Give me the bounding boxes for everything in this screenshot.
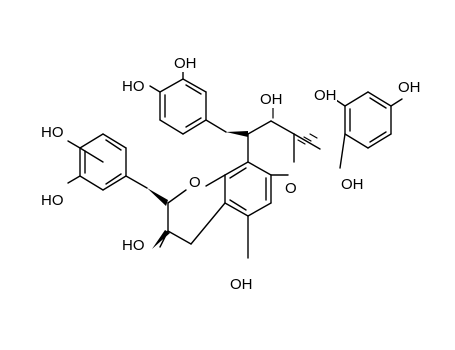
oh-phloroglucinol-right: OH — [398, 79, 421, 96]
ho-top-catechol-left: HO — [122, 78, 145, 95]
bond-lines — [67, 67, 403, 259]
oh-phloroglucinol-bottom: OH — [341, 176, 364, 193]
oh-mid-top: OH — [260, 91, 283, 108]
ho-left-catechol-lower: HO — [41, 192, 64, 209]
o-ring-right: O — [285, 180, 297, 197]
oh-bottom: OH — [230, 276, 253, 293]
oh-top-catechol-upper: OH — [174, 55, 197, 72]
stereo-bonds — [147, 105, 318, 249]
ho-left-catechol-upper: HO — [41, 124, 64, 141]
oh-phloroglucinol-top: OH — [314, 87, 337, 104]
o-ring-left: O — [189, 174, 201, 191]
ho-c3-lower: HO — [122, 237, 145, 254]
atom-labels: OH HO OH OH OH OH HO HO HO OH O O — [40, 55, 421, 293]
